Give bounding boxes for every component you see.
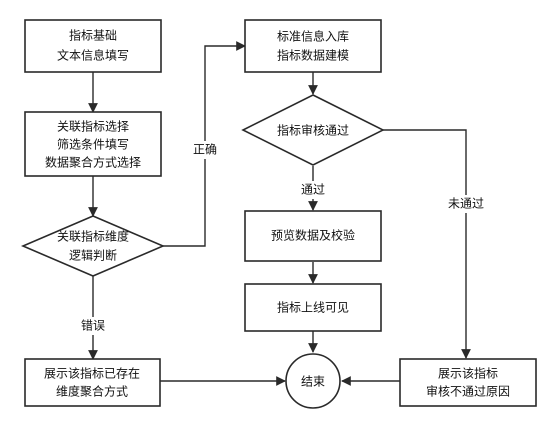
node-online-box (244, 283, 382, 332)
node-standard-store-line-1: 标准信息入库 (277, 29, 349, 44)
node-show-reject-line-1: 展示该指标 (438, 366, 498, 381)
node-preview-line-1: 预览数据及校验 (271, 228, 355, 243)
edge-label-error: 错误 (81, 319, 105, 333)
node-related-select-box (24, 111, 162, 177)
node-end-line-1: 结束 (301, 375, 325, 389)
node-show-exists-line-2: 维度聚合方式 (56, 384, 128, 399)
node-review-line-1: 指标审核通过 (277, 123, 349, 138)
node-logic-check-line-1: 关联指标维度 (57, 229, 129, 244)
node-review-diamond (241, 94, 385, 166)
node-show-exists-line-1: 展示该指标已存在 (44, 366, 140, 381)
node-online-line-1: 指标上线可见 (277, 300, 349, 315)
node-related-select-line-1: 关联指标选择 (57, 119, 129, 134)
edge-label-correct: 正确 (193, 143, 217, 157)
node-show-reject-box (399, 358, 537, 407)
node-basic-info-box (24, 19, 162, 73)
node-show-reject-line-2: 审核不通过原因 (426, 384, 510, 399)
node-logic-check-line-2: 逻辑判断 (69, 248, 117, 263)
node-basic-info-line-1: 指标基础 (69, 28, 117, 43)
node-basic-info-line-2: 文本信息填写 (57, 48, 129, 63)
edge-label-passed: 通过 (301, 183, 325, 197)
node-show-exists-box (24, 358, 161, 407)
node-logic-check-diamond (20, 215, 166, 277)
node-standard-store-line-2: 指标数据建模 (277, 48, 349, 63)
node-related-select-line-3: 数据聚合方式选择 (45, 155, 141, 170)
edge-review-to-reject (383, 129, 471, 359)
node-related-select-line-2: 筛选条件填写 (57, 137, 129, 152)
edge-label-not-passed: 未通过 (448, 197, 484, 211)
node-standard-store-box (244, 19, 382, 73)
node-end-circle (285, 353, 341, 409)
node-preview-box (244, 210, 382, 262)
